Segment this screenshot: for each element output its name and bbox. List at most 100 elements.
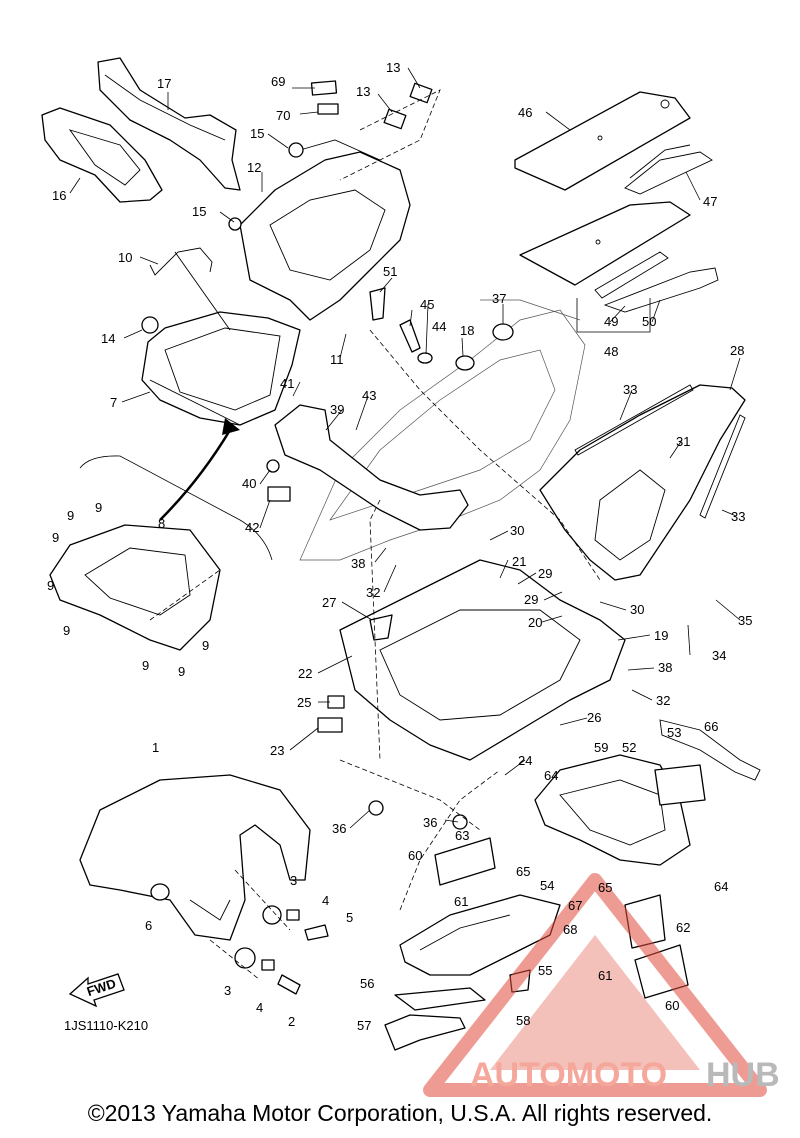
inset-tray-detail xyxy=(49,524,221,651)
inset-bracket xyxy=(79,455,273,561)
callout-60-a: 60 xyxy=(408,848,422,863)
callout-34: 34 xyxy=(712,648,726,663)
part-10-strap xyxy=(149,247,231,331)
part-53-reflector xyxy=(654,764,706,806)
callout-14: 14 xyxy=(101,331,115,346)
callout-7: 7 xyxy=(110,395,117,410)
callout-67: 67 xyxy=(568,898,582,913)
part-51-clip xyxy=(369,287,386,321)
callout-66: 66 xyxy=(704,719,718,734)
inset-arrow xyxy=(159,429,232,521)
callout-9-a: 9 xyxy=(67,508,74,523)
callout-68: 68 xyxy=(563,922,577,937)
callout-32-a: 32 xyxy=(366,585,380,600)
callout-20: 20 xyxy=(528,615,542,630)
callout-65-a: 65 xyxy=(516,864,530,879)
part-19-inner-fender xyxy=(339,559,626,761)
callout-1: 1 xyxy=(152,740,159,755)
part-46-tool-bag xyxy=(514,91,691,191)
inset-arrow-head xyxy=(222,418,240,435)
callout-9-h: 9 xyxy=(202,638,209,653)
callout-38-b: 38 xyxy=(658,660,672,675)
part-7-tool-tray xyxy=(141,311,301,426)
callout-13-b: 13 xyxy=(356,84,370,99)
callout-27: 27 xyxy=(322,595,336,610)
part-69-label xyxy=(310,80,338,96)
part-56-bracket xyxy=(394,987,486,1011)
callout-29-b: 29 xyxy=(524,592,538,607)
callout-63: 63 xyxy=(455,828,469,843)
part-28-tail-cowl xyxy=(539,384,746,581)
part-13-clip-a xyxy=(409,82,433,104)
callout-33-b: 33 xyxy=(731,509,745,524)
callout-15-b: 15 xyxy=(192,204,206,219)
callout-18: 18 xyxy=(460,323,474,338)
diagram-code: 1JS1110-K210 xyxy=(64,1018,148,1033)
callout-49: 49 xyxy=(604,314,618,329)
callout-38-a: 38 xyxy=(351,556,365,571)
callout-9-e: 9 xyxy=(63,623,70,638)
part-48-manual-cover xyxy=(519,201,691,286)
callout-2: 2 xyxy=(288,1014,295,1029)
callout-60-b: 60 xyxy=(665,998,679,1013)
callout-9-d: 9 xyxy=(47,578,54,593)
callout-6: 6 xyxy=(145,918,152,933)
part-13-clip-b xyxy=(383,108,407,130)
callout-36-b: 36 xyxy=(423,815,437,830)
callout-29-a: 29 xyxy=(538,566,552,581)
callout-61-b: 61 xyxy=(598,968,612,983)
callout-24: 24 xyxy=(518,753,532,768)
callout-36-a: 36 xyxy=(332,821,346,836)
leader-lines xyxy=(69,67,741,829)
callout-35: 35 xyxy=(738,613,752,628)
watermark-text-2: HUB xyxy=(706,1056,780,1094)
callout-51: 51 xyxy=(383,264,397,279)
watermark-logo: AUTOMOTO HUB xyxy=(423,873,780,1097)
callout-9-c: 9 xyxy=(52,530,59,545)
part-3-collar-b xyxy=(234,947,256,969)
part-52-license-bracket xyxy=(534,754,691,866)
callout-62: 62 xyxy=(676,920,690,935)
callout-44: 44 xyxy=(432,319,446,334)
callout-5: 5 xyxy=(346,910,353,925)
callout-30-a: 30 xyxy=(510,523,524,538)
callout-48: 48 xyxy=(604,344,618,359)
callout-41: 41 xyxy=(280,376,294,391)
callout-56: 56 xyxy=(360,976,374,991)
callout-31: 31 xyxy=(676,434,690,449)
part-25-clip xyxy=(327,695,345,709)
callout-10: 10 xyxy=(118,250,132,265)
part-rear-box xyxy=(239,139,411,321)
part-55-holder xyxy=(399,894,561,976)
part-5-bolt xyxy=(304,924,329,941)
callout-65-b: 65 xyxy=(598,880,612,895)
callout-30-b: 30 xyxy=(630,602,644,617)
part-66-bracket xyxy=(659,719,761,781)
part-49-wrench xyxy=(594,251,719,313)
part-70-label xyxy=(317,103,339,115)
part-18-grommet xyxy=(455,355,475,371)
copyright-notice: ©2013 Yamaha Motor Corporation, U.S.A. A… xyxy=(87,1100,713,1126)
callout-28: 28 xyxy=(730,343,744,358)
callout-39: 39 xyxy=(330,402,344,417)
callout-58: 58 xyxy=(516,1013,530,1028)
callout-25: 25 xyxy=(297,695,311,710)
part-27-clip xyxy=(369,614,393,641)
callout-21: 21 xyxy=(512,554,526,569)
part-40-nut xyxy=(266,459,280,473)
callout-3-b: 3 xyxy=(224,983,231,998)
callout-57: 57 xyxy=(357,1018,371,1033)
part-36-grommet-b xyxy=(452,814,468,830)
callout-4-b: 4 xyxy=(256,1000,263,1015)
watermark-text-1: AUTOMOTO xyxy=(470,1056,667,1094)
callout-40: 40 xyxy=(242,476,256,491)
part-42-block xyxy=(267,486,291,502)
part-4-spacer-b xyxy=(261,959,275,971)
callout-9-g: 9 xyxy=(178,664,185,679)
part-6-grommet xyxy=(150,883,170,901)
part-37-cap xyxy=(492,323,514,341)
callout-70: 70 xyxy=(276,108,290,123)
callout-9-b: 9 xyxy=(95,500,102,515)
part-39-bracket xyxy=(274,404,469,531)
